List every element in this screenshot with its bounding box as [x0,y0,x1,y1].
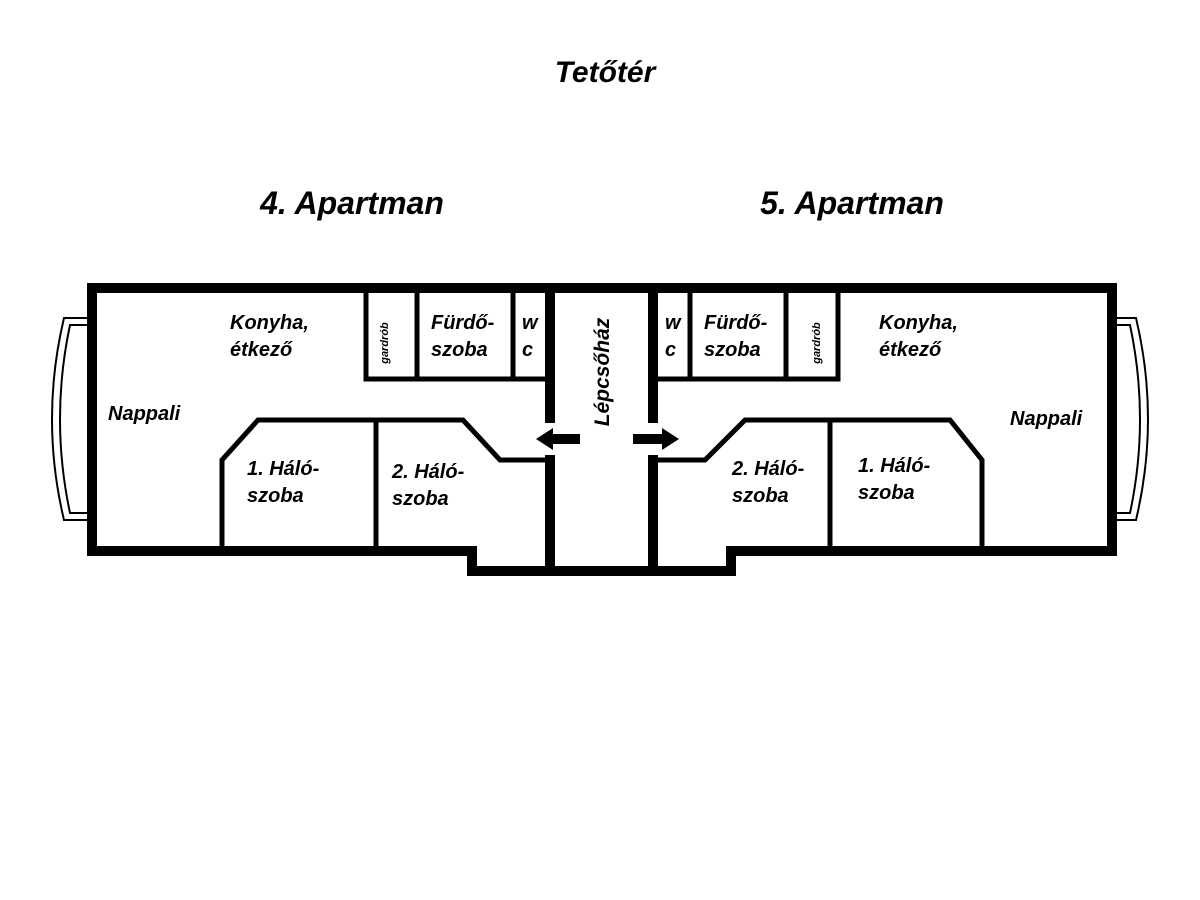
apt4-service-block [363,289,549,382]
apt5-bath-label-1: Fürdő- [704,312,768,334]
apt5-wc-label-1: w [665,312,682,334]
apt4-bedroom1-label-1: 1. Háló- [247,458,320,480]
apt4-wardrobe-label: gardrób [379,322,391,365]
apt4-kitchen-label-2: étkező [230,339,293,361]
apt4-bedroom2-label-1: 2. Háló- [391,461,465,483]
apt4-bedroom2-label-2: szoba [392,488,449,510]
apt4-wc-label-1: w [522,312,539,334]
apt4-bedrooms-outline [219,417,549,550]
right-balcony [1112,317,1149,521]
apartment-4-heading: 4. Apartman [259,185,444,221]
right-entry-arrow-icon [633,428,679,450]
outer-wall [87,283,1117,576]
apt4-living-label: Nappali [108,403,181,425]
apt5-bedroom1-label-1: 1. Háló- [858,455,931,477]
apt4-bedroom1-label-2: szoba [247,485,304,507]
apt5-living-label: Nappali [1010,408,1083,430]
apt4-kitchen-label-1: Konyha, [230,312,309,334]
left-balcony [51,317,88,521]
apt5-wardrobe-label: gardrób [811,322,823,365]
apt5-bedroom2-label-1: 2. Háló- [731,458,805,480]
apt5-kitchen-label-1: Konyha, [879,312,958,334]
apt4-bath-label-1: Fürdő- [431,312,495,334]
apartment-5-heading: 5. Apartman [760,185,944,221]
apt5-bedrooms-outline [654,417,985,550]
apt4-bath-label-2: szoba [431,339,488,361]
apt5-bedroom1-label-2: szoba [858,482,915,504]
apt5-service-block [654,289,841,382]
apt5-kitchen-label-2: étkező [879,339,942,361]
staircase-label: Lépcsőház [591,317,614,426]
apt5-wc-label-2: c [665,339,676,361]
apt4-wc-label-2: c [522,339,533,361]
left-entry-arrow-icon [536,428,580,450]
apt5-bedroom2-label-2: szoba [732,485,789,507]
floor-title: Tetőtér [555,56,658,89]
apt5-bath-label-2: szoba [704,339,761,361]
